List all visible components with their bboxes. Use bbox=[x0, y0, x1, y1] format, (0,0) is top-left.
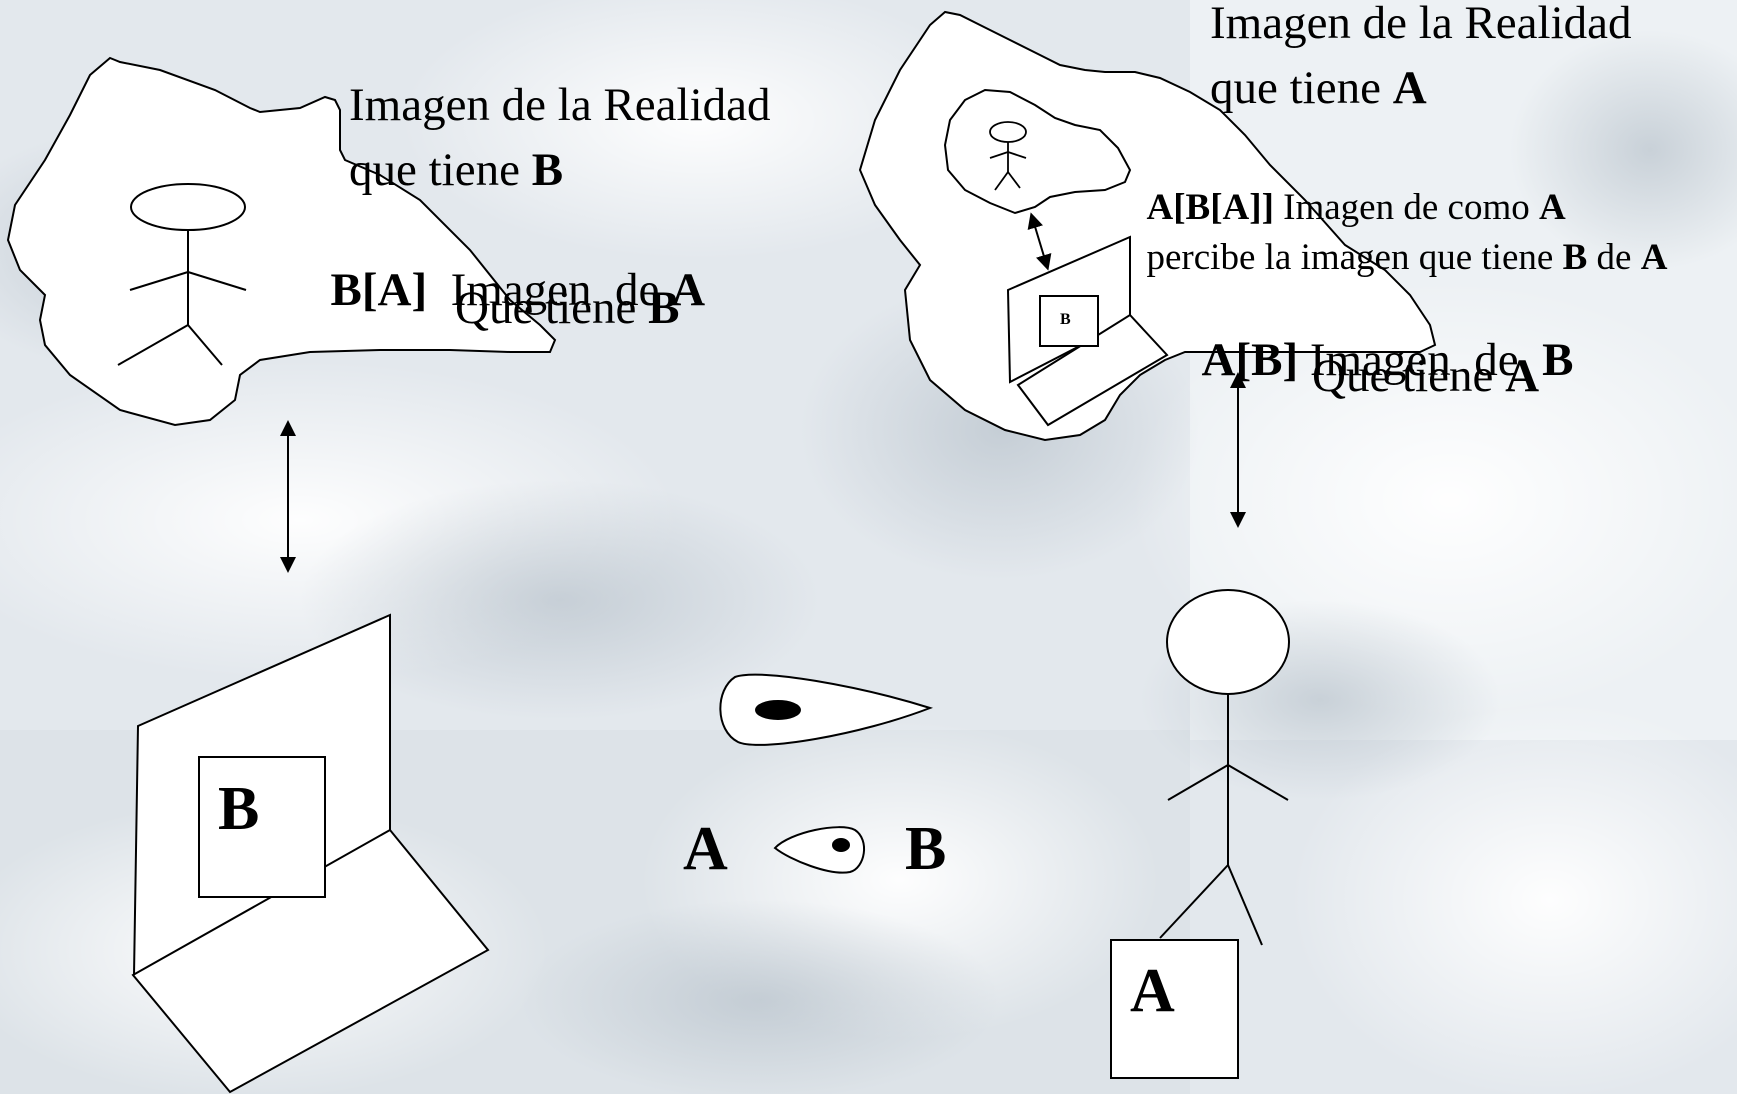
right-sub-text: Imagen de bbox=[1298, 334, 1543, 386]
right-sub-line2-bold: A bbox=[1505, 350, 1540, 402]
center-eye-large bbox=[719, 673, 934, 746]
right-nested-bold3: B bbox=[1562, 237, 1588, 278]
center-label-b: B bbox=[905, 818, 946, 880]
box-a-letter-text: A bbox=[1130, 957, 1175, 1025]
right-title-line1-text: Imagen de la Realidad bbox=[1210, 0, 1632, 49]
center-eye-small bbox=[773, 826, 865, 874]
left-title-line1-text: Imagen de la Realidad bbox=[349, 79, 771, 131]
nested-small-arrow bbox=[1027, 212, 1052, 271]
left-sub-line1: B[A] Imagen de A bbox=[307, 220, 706, 316]
right-sub-bold: A[B] bbox=[1201, 334, 1299, 386]
left-title-line2-bold: B bbox=[531, 144, 564, 196]
left-sub-text: Imagen de bbox=[427, 264, 672, 316]
left-title-line2-prefix: que tiene bbox=[349, 144, 532, 196]
right-nested-text3: de bbox=[1587, 237, 1641, 278]
left-sub-line2-prefix: Que tiene bbox=[455, 282, 649, 334]
box-a-letter: A bbox=[1130, 960, 1175, 1022]
center-label-a-text: A bbox=[683, 815, 728, 883]
mini-laptop-letter-text: B bbox=[1060, 311, 1071, 328]
right-nested-text1: Imagen de como bbox=[1273, 187, 1539, 228]
right-title-line1: Imagen de la Realidad bbox=[1210, 0, 1632, 47]
right-sub-line1: A[B] Imagen de B bbox=[1178, 290, 1574, 384]
right-title-line2-prefix: que tiene bbox=[1210, 62, 1393, 114]
box-a bbox=[1110, 939, 1239, 1079]
right-nested-line1: A[B[A]] Imagen de como A bbox=[1128, 152, 1566, 226]
person-a-stick-figure bbox=[1159, 589, 1290, 946]
left-sub-line2: Que tiene B bbox=[455, 285, 680, 332]
right-nested-bold1: A[B[A]] bbox=[1146, 187, 1274, 228]
right-nested-bold4: A bbox=[1640, 237, 1668, 278]
right-title-line2: que tiene A bbox=[1210, 65, 1427, 112]
right-sub-line2-prefix: Que tiene bbox=[1312, 350, 1506, 402]
left-title-line2: que tiene B bbox=[349, 147, 563, 194]
left-sub-text-bold: A bbox=[671, 264, 706, 316]
right-sub-text-bold: B bbox=[1542, 334, 1574, 386]
right-nested-line2: percibe la imagen que tiene B de A bbox=[1128, 202, 1668, 278]
nested-reality-blob bbox=[943, 88, 1132, 215]
center-label-a: A bbox=[683, 818, 728, 880]
left-stick-figure bbox=[117, 183, 247, 366]
laptop-b-screen-box bbox=[198, 756, 326, 898]
left-title-line1: Imagen de la Realidad bbox=[349, 82, 771, 129]
laptop-b-letter: B bbox=[218, 778, 259, 840]
left-sub-bold: B[A] bbox=[330, 264, 428, 316]
right-sub-line2: Que tiene A bbox=[1312, 353, 1539, 400]
laptop-b-letter-text: B bbox=[218, 775, 260, 843]
right-nested-bold2: A bbox=[1538, 187, 1566, 228]
left-reality-blob bbox=[6, 56, 557, 427]
mini-laptop-screen-box bbox=[1039, 295, 1099, 347]
mini-laptop-letter: B bbox=[1060, 312, 1071, 328]
right-title-line2-bold: A bbox=[1392, 62, 1427, 114]
nested-stick-figure bbox=[989, 121, 1027, 191]
right-nested-text2: percibe la imagen que tiene bbox=[1146, 237, 1563, 278]
left-sub-line2-bold: B bbox=[648, 282, 680, 334]
center-label-b-text: B bbox=[905, 815, 947, 883]
